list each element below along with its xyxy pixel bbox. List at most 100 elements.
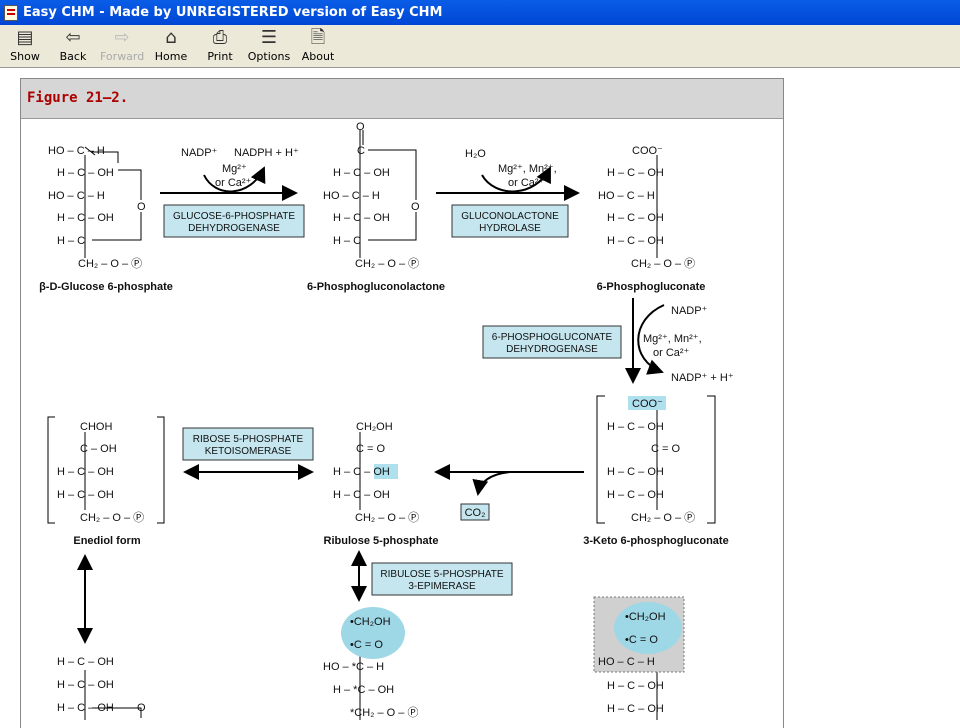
svg-text:CH₂ – O – Ⓟ: CH₂ – O – Ⓟ: [631, 257, 695, 270]
svg-text:C – OH: C – OH: [80, 443, 117, 455]
printer-icon: ⎙: [212, 27, 228, 48]
about-button[interactable]: 🗎About: [296, 27, 340, 63]
figure-caption-bar: Figure 21–2.: [21, 79, 783, 119]
svg-text:O: O: [411, 201, 420, 213]
svg-text:O: O: [356, 121, 365, 133]
pentose-phosphate-figure: GLUCOSE-6-PHOSPHATE DEHYDROGENASE GLUCON…: [39, 121, 734, 720]
forward-arrow-icon: ⇨: [114, 27, 130, 48]
figure-caption: Figure 21–2.: [27, 90, 129, 106]
enzyme-box-isomerase: [182, 427, 314, 461]
cofactor-label: NADP⁺ + H⁺: [671, 372, 734, 384]
svg-text:•C = O: •C = O: [350, 639, 383, 651]
xylulose-oval: [614, 602, 682, 654]
compound-name: Ribulose 5-phosphate: [324, 535, 439, 547]
svg-text:H – C – OH: H – C – OH: [607, 466, 664, 478]
svg-text:H – C – OH: H – C – OH: [333, 167, 390, 179]
back-arrow-icon: ⇦: [65, 27, 81, 48]
compound-name: Enediol form: [73, 535, 140, 547]
app-icon: [4, 4, 18, 21]
svg-text:C = O: C = O: [651, 443, 680, 455]
svg-text:HO – C – H: HO – C – H: [598, 190, 655, 202]
svg-text:CH₂ – O – Ⓟ: CH₂ – O – Ⓟ: [355, 511, 419, 524]
svg-text:H – C – OH: H – C – OH: [607, 703, 664, 715]
compound-name: 6-Phosphogluconolactone: [307, 281, 445, 293]
toolbar: ▤Show ⇦Back ⇨Forward ⌂Home ⎙Print ☰Optio…: [0, 25, 960, 68]
svg-text:H – C: H – C: [333, 235, 361, 247]
window-title: Easy CHM - Made by UNREGISTERED version …: [23, 5, 443, 20]
show-icon: ▤: [16, 27, 34, 48]
ribulose-oval: [341, 607, 405, 659]
svg-text:H – C – OH: H – C – OH: [607, 235, 664, 247]
svg-text:H – C – OH: H – C – OH: [57, 466, 114, 478]
svg-text:•CH₂OH: •CH₂OH: [350, 616, 391, 628]
about-icon: 🗎: [310, 27, 326, 48]
svg-text:H – C: H – C: [57, 235, 85, 247]
coo-highlight: [628, 396, 666, 410]
enzyme-label: RIBULOSE 5-PHOSPHATE: [380, 569, 504, 580]
compound-name: 6-Phosphogluconate: [597, 281, 706, 293]
svg-text:H – C – OH: H – C – OH: [333, 466, 390, 478]
svg-text:C: C: [357, 145, 365, 157]
cofactor-label: NADPH + H⁺: [234, 147, 299, 159]
figure-frame: Figure 21–2.: [20, 78, 784, 728]
svg-text:HO – C – H: HO – C – H: [598, 656, 655, 668]
cofactor-label: or Ca²⁺: [653, 347, 690, 359]
options-button[interactable]: ☰Options: [247, 27, 291, 63]
svg-text:H – *C – OH: H – *C – OH: [333, 684, 394, 696]
enzyme-label: GLUCONOLACTONE: [461, 211, 559, 222]
enzyme-box-6pgd: [482, 325, 622, 359]
forward-button[interactable]: ⇨Forward: [100, 27, 145, 63]
svg-text:CH₂OH: CH₂OH: [356, 421, 393, 433]
enzyme-label: 6-PHOSPHOGLUCONATE: [492, 332, 613, 343]
svg-text:H – C – OH: H – C – OH: [57, 167, 114, 179]
svg-text:H – C – OH: H – C – OH: [333, 212, 390, 224]
cofactor-label: NADP⁺: [671, 305, 708, 317]
svg-text:H – C – OH: H – C – OH: [333, 489, 390, 501]
cofactor-label: Mg²⁺, Mn²⁺,: [643, 333, 702, 345]
svg-text:CH₂ – O – Ⓟ: CH₂ – O – Ⓟ: [80, 511, 144, 524]
svg-text:H – C – OH: H – C – OH: [607, 680, 664, 692]
svg-text:•CH₂OH: •CH₂OH: [625, 611, 666, 623]
svg-text:CH₂ – O – Ⓟ: CH₂ – O – Ⓟ: [631, 511, 695, 524]
enzyme-label: RIBOSE 5-PHOSPHATE: [193, 434, 304, 445]
compound-name: 3-Keto 6-phosphogluconate: [583, 535, 728, 547]
svg-text:H – C – OH: H – C – OH: [57, 702, 114, 714]
svg-text:H – C – OH: H – C – OH: [57, 679, 114, 691]
enzyme-box-g6pd: [163, 204, 305, 238]
svg-text:H – C – OH: H – C – OH: [607, 489, 664, 501]
svg-text:H – C – OH: H – C – OH: [57, 212, 114, 224]
structure-formulas: HO – C – H H – C – OH HO – C – H H – C – OH…: [48, 121, 695, 719]
enzyme-label: GLUCOSE-6-PHOSPHATE: [173, 211, 295, 222]
show-button[interactable]: ▤Show: [3, 27, 47, 63]
enzyme-label: HYDROLASE: [479, 223, 541, 234]
svg-text:HO – C – H: HO – C – H: [48, 190, 105, 202]
back-button[interactable]: ⇦Back: [51, 27, 95, 63]
enzyme-label: DEHYDROGENASE: [188, 223, 280, 234]
svg-text:O: O: [137, 702, 146, 714]
svg-text:CH₂ – O – Ⓟ: CH₂ – O – Ⓟ: [355, 257, 419, 270]
svg-text:COO⁻: COO⁻: [632, 145, 663, 157]
svg-text:C = O: C = O: [356, 443, 385, 455]
co2-box: [460, 503, 490, 521]
title-bar: Easy CHM - Made by UNREGISTERED version …: [0, 0, 960, 25]
svg-text:H – C – OH: H – C – OH: [57, 656, 114, 668]
enzyme-label: 3-EPIMERASE: [408, 581, 476, 592]
help-content: Figure 21–2.: [0, 68, 960, 728]
home-button[interactable]: ⌂Home: [149, 27, 193, 63]
print-button[interactable]: ⎙Print: [198, 27, 242, 63]
svg-text:CH₂ – O – Ⓟ: CH₂ – O – Ⓟ: [78, 257, 142, 270]
svg-text:*CH₂ – O – Ⓟ: *CH₂ – O – Ⓟ: [350, 706, 418, 719]
svg-text:H – C – OH: H – C – OH: [607, 167, 664, 179]
cofactor-label: or Ca²⁺: [215, 177, 252, 189]
co2-label: CO₂: [465, 507, 486, 519]
svg-text:H – C – OH: H – C – OH: [607, 212, 664, 224]
enzyme-box-epimerase: [371, 562, 513, 596]
enzyme-box-lactonase: [451, 204, 569, 238]
svg-text:CHOH: CHOH: [80, 421, 112, 433]
oh-highlight: [374, 464, 398, 479]
svg-text:H – C – OH: H – C – OH: [607, 421, 664, 433]
cofactor-label: or Ca²⁺: [508, 177, 545, 189]
cofactor-label: H₂O: [465, 148, 486, 160]
svg-text:H – C – OH: H – C – OH: [57, 489, 114, 501]
compound-name: β-D-Glucose 6-phosphate: [39, 281, 173, 293]
